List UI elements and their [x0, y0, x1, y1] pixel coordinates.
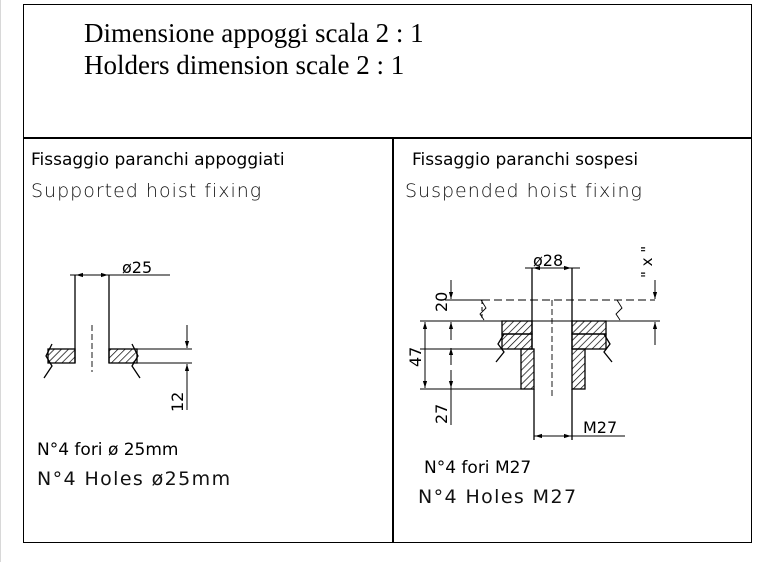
right-plate-section-left [501, 320, 533, 335]
right-nut-body-left [520, 348, 535, 390]
right-dim-27: 27 [432, 404, 451, 424]
right-dim-47: 47 [406, 347, 425, 367]
right-note-english: N°4 Holes M27 [418, 486, 578, 508]
right-dim-thread: M27 [583, 418, 617, 437]
right-nut-collar-right [571, 333, 607, 350]
left-note-italian: N°4 fori ø 25mm [37, 440, 179, 460]
right-heading-english: Suspended hoist fixing [405, 180, 643, 202]
title-english: Holders dimension scale 2 : 1 [84, 50, 405, 80]
right-plate-section-right [571, 320, 607, 335]
page-edge-line [0, 0, 1, 562]
left-plate-section-left [47, 348, 76, 364]
right-holder-drawing [420, 265, 660, 440]
title-separator [23, 137, 752, 139]
left-plate-section-right [108, 348, 138, 364]
left-holder-drawing [43, 272, 192, 410]
right-dim-x: " x " [638, 246, 656, 278]
drawing-frame [23, 4, 752, 543]
title-italian: Dimensione appoggi scala 2 : 1 [84, 18, 424, 48]
left-dim-diameter: ø25 [122, 258, 152, 277]
right-dim-diameter: ø28 [533, 251, 563, 270]
right-heading-italian: Fissaggio paranchi sospesi [412, 150, 639, 170]
panel-separator [392, 137, 394, 543]
left-heading-italian: Fissaggio paranchi appoggiati [31, 150, 285, 170]
left-dim-thickness: 12 [168, 392, 187, 412]
right-note-italian: N°4 fori M27 [424, 458, 532, 478]
right-nut-collar-left [501, 333, 533, 350]
right-nut-body-right [571, 348, 586, 390]
left-note-english: N°4 Holes ø25mm [37, 468, 232, 490]
left-heading-english: Supported hoist fixing [31, 180, 263, 202]
right-dim-20: 20 [432, 292, 451, 312]
